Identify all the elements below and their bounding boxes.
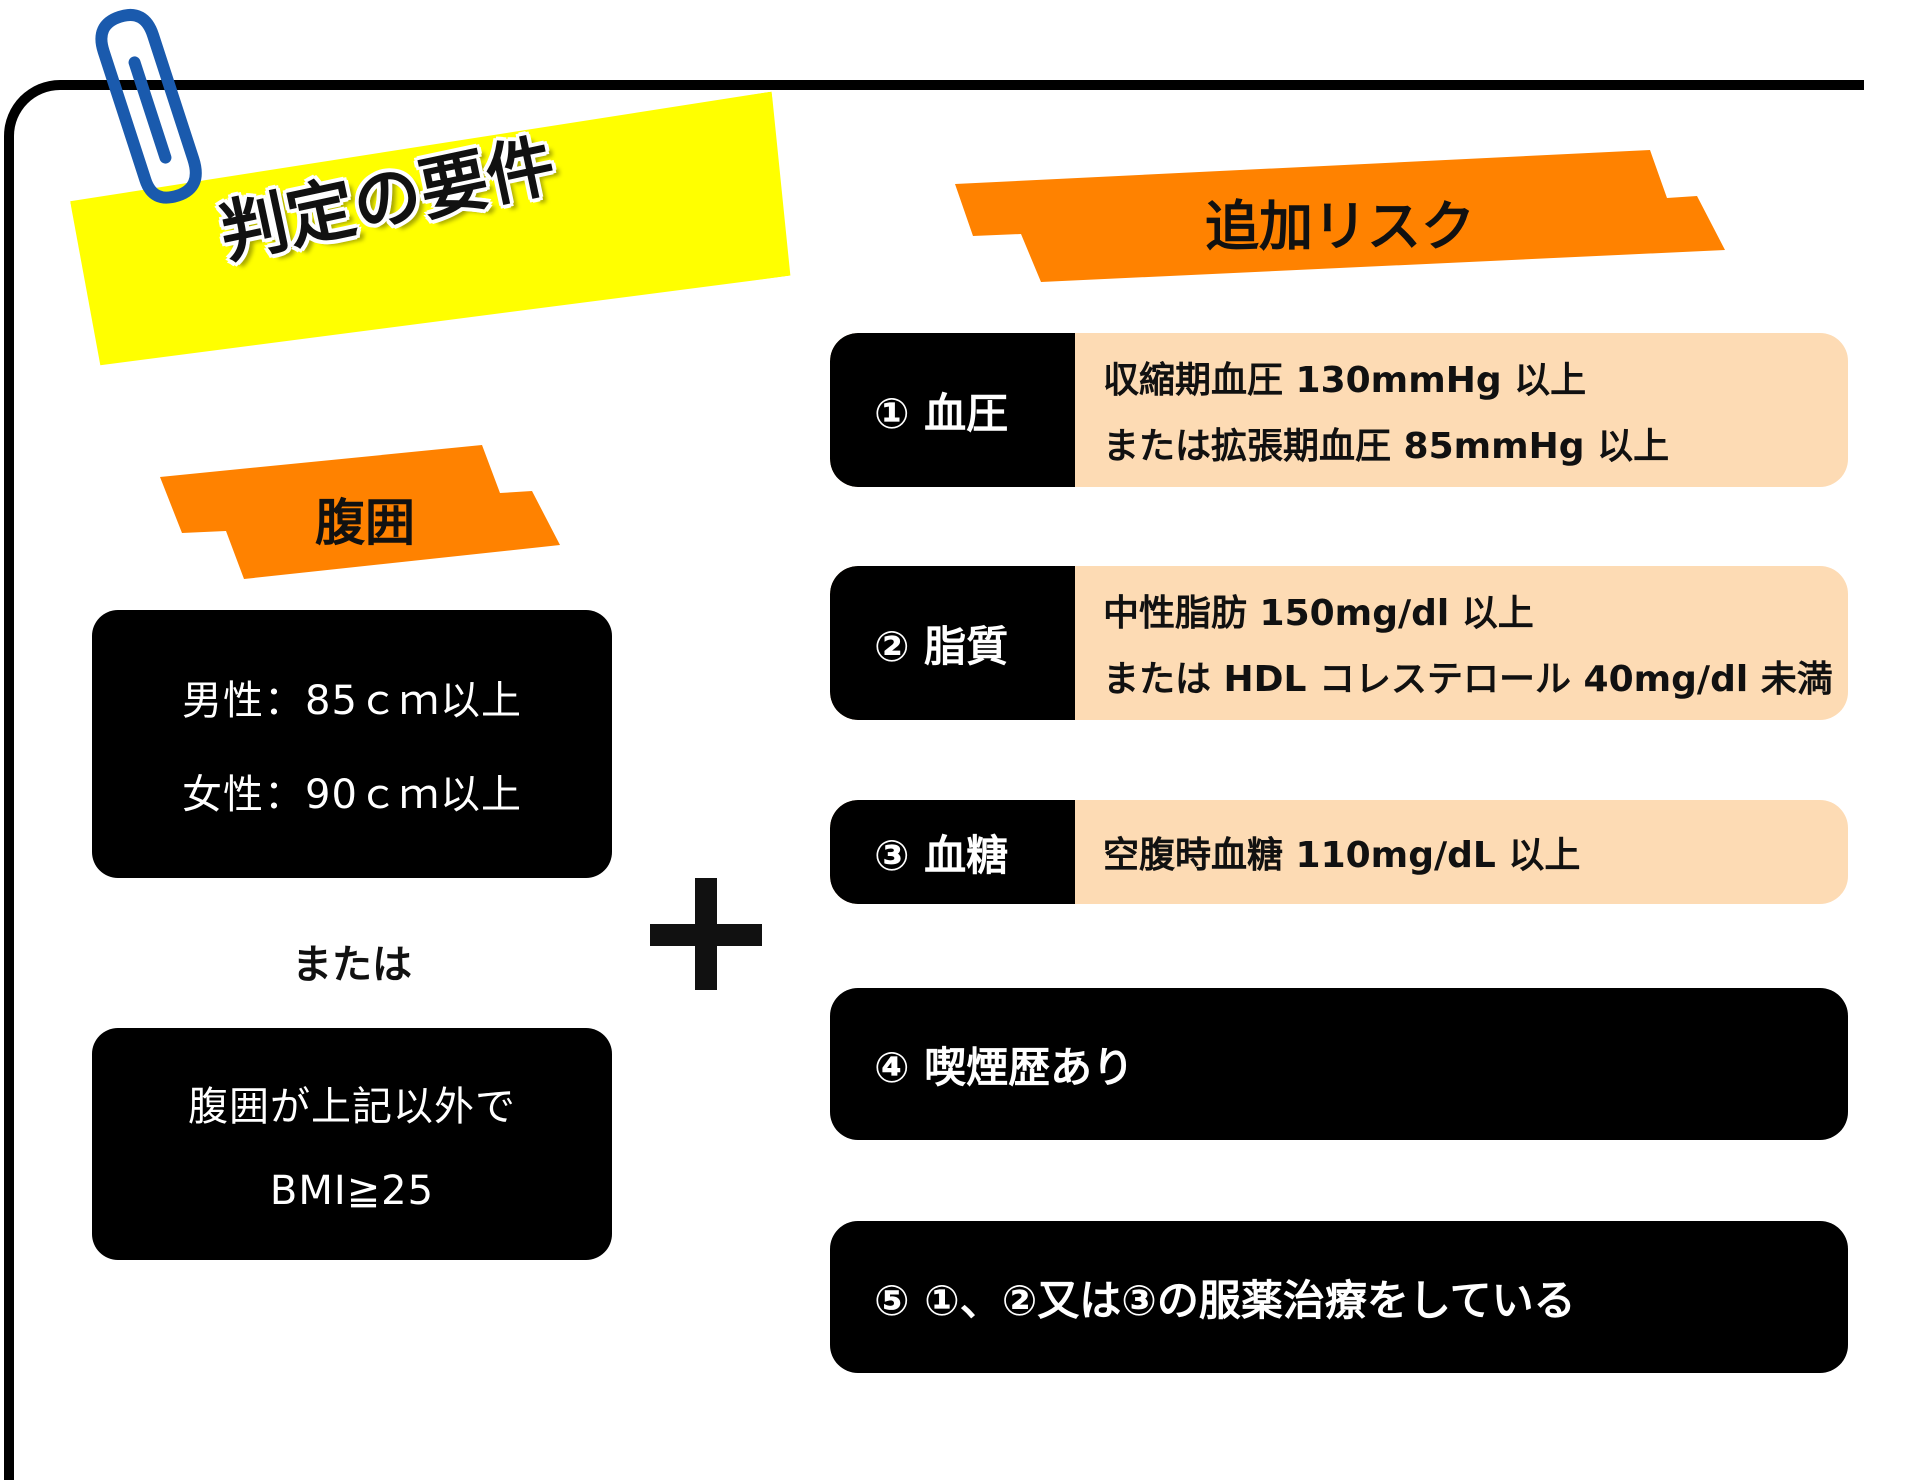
risk-desc-line: 空腹時血糖 110mg/dL 以上 (1103, 835, 1581, 876)
risk-label: ③ 血糖 (830, 800, 1075, 904)
risk-desc-line: または HDL コレステロール 40mg/dl 未満 (1103, 659, 1833, 700)
risk-item-medication: ⑤ ①、②又は③の服薬治療をしている (830, 1221, 1848, 1373)
or-label: または (292, 942, 412, 988)
waist-criteria-female: 女性：90ｃｍ以上 (182, 772, 522, 818)
risk-item-smoking: ④ 喫煙歴あり (830, 988, 1848, 1140)
plus-icon (650, 878, 762, 990)
bmi-criteria-box: 腹囲が上記以外で BMI≧25 (92, 1028, 612, 1260)
waist-heading: 腹囲 (315, 494, 415, 552)
risk-ribbon: 追加リスク (955, 148, 1725, 288)
risk-item-lipids: ② 脂質 中性脂肪 150mg/dl 以上 または HDL コレステロール 40… (830, 566, 1848, 720)
waist-ribbon: 腹囲 (160, 445, 570, 585)
risk-item-blood-sugar: ③ 血糖 空腹時血糖 110mg/dL 以上 (830, 800, 1848, 904)
waist-criteria-box: 男性：85ｃｍ以上 女性：90ｃｍ以上 (92, 610, 612, 878)
risk-desc-line: 収縮期血圧 130mmHg 以上 (1103, 360, 1587, 401)
risk-desc-line: または拡張期血圧 85mmHg 以上 (1103, 426, 1670, 467)
paperclip-icon (95, 8, 202, 204)
frame-border (4, 80, 1864, 1480)
risk-item-blood-pressure: ① 血圧 収縮期血圧 130mmHg 以上 または拡張期血圧 85mmHg 以上 (830, 333, 1848, 487)
risk-label: ① 血圧 (830, 333, 1075, 487)
risk-label: ② 脂質 (830, 566, 1075, 720)
risk-desc-line: 中性脂肪 150mg/dl 以上 (1103, 593, 1534, 634)
waist-criteria-male: 男性：85ｃｍ以上 (182, 678, 522, 724)
risk-heading: 追加リスク (1205, 195, 1475, 258)
bmi-criteria-line1: 腹囲が上記以外で (188, 1084, 516, 1130)
bmi-criteria-line2: BMI≧25 (269, 1168, 435, 1214)
